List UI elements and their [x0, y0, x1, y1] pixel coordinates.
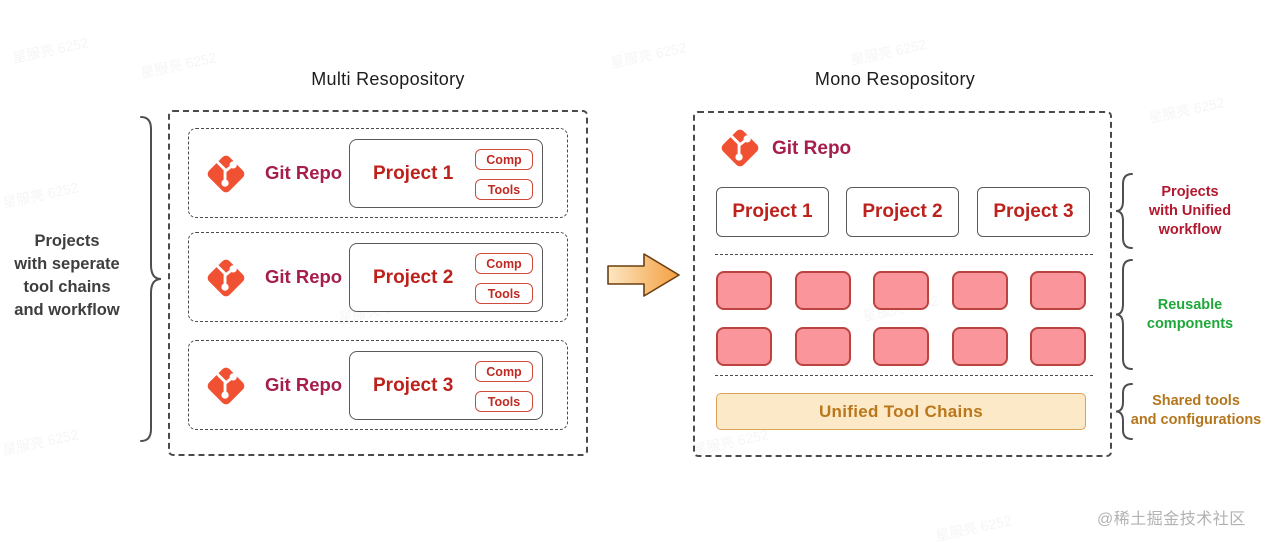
comp-badge: Comp — [475, 149, 533, 170]
component-box — [873, 327, 929, 366]
tools-badge: Tools — [475, 179, 533, 200]
left-brace — [140, 116, 162, 442]
mono-project-1: Project 1 — [716, 187, 829, 237]
watermark-text: 星服亮 6252 — [139, 49, 218, 81]
watermark-text: 星服亮 6252 — [11, 34, 90, 66]
project-label: Project 1 — [373, 162, 454, 184]
watermark-text: 星服亮 6252 — [1, 179, 80, 211]
watermark-text: 星服亮 6252 — [849, 36, 928, 68]
multi-repo-row-2: Git Repo Project 2 Comp Tools — [188, 232, 568, 322]
divider-components-tools — [715, 375, 1093, 376]
git-repo-label: Git Repo — [772, 138, 852, 159]
project-box: Project 3 Comp Tools — [349, 351, 543, 420]
component-row-1 — [716, 271, 1086, 310]
component-box — [794, 271, 851, 310]
component-box — [716, 327, 772, 366]
component-box — [1030, 271, 1086, 310]
watermark-text: 星服亮 6252 — [1147, 94, 1226, 126]
watermark-text: 星服亮 6252 — [934, 512, 1013, 543]
git-logo-icon — [207, 155, 245, 193]
annotation-reusable-components: Reusable components — [1146, 297, 1234, 332]
git-logo-icon — [721, 129, 759, 167]
comp-badge: Comp — [475, 361, 533, 382]
badge-stack: Comp Tools — [475, 149, 533, 200]
mono-repo-container — [693, 111, 1112, 457]
tools-badge: Tools — [475, 391, 533, 412]
multi-repo-container — [168, 110, 588, 456]
git-logo-icon — [207, 367, 245, 405]
tools-badge: Tools — [475, 283, 533, 304]
multi-repo-title: Multi Resopository — [311, 69, 465, 89]
right-brace-3 — [1116, 383, 1133, 440]
component-box — [1030, 327, 1086, 366]
badge-stack: Comp Tools — [475, 361, 533, 412]
project-box: Project 1 Comp Tools — [349, 139, 543, 208]
project-label: Project 2 — [373, 266, 454, 288]
mono-project-3: Project 3 — [977, 187, 1090, 237]
badge-stack: Comp Tools — [475, 253, 533, 304]
right-brace-1 — [1116, 173, 1133, 249]
annotation-unified-workflow: Projects with Unified workflow — [1148, 184, 1232, 238]
git-repo-label: Git Repo — [265, 374, 343, 395]
divider-projects-components — [715, 254, 1093, 255]
right-brace-2 — [1116, 259, 1133, 370]
community-credit: @稀土掘金技术社区 — [1097, 511, 1246, 528]
git-repo-label: Git Repo — [265, 266, 343, 287]
watermark-text: 星服亮 6252 — [609, 39, 688, 71]
component-row-2 — [716, 327, 1086, 366]
multi-repo-row-1: Git Repo Project 1 Comp Tools — [188, 128, 568, 218]
watermark-text: 星服亮 6252 — [1, 426, 80, 458]
component-box — [794, 327, 851, 366]
transform-arrow-icon — [607, 253, 680, 297]
component-box — [951, 271, 1008, 310]
component-box — [951, 327, 1008, 366]
multi-repo-annotation: Projects with seperate tool chains and w… — [14, 232, 120, 319]
mono-project-2: Project 2 — [846, 187, 959, 237]
unified-toolchain-box: Unified Tool Chains — [716, 393, 1086, 430]
mono-repo-title: Mono Resopository — [814, 69, 976, 89]
component-box — [873, 271, 929, 310]
project-label: Project 3 — [373, 374, 454, 396]
annotation-shared-tools: Shared tools and configurations — [1130, 393, 1262, 428]
git-logo-icon — [207, 259, 245, 297]
multi-repo-row-3: Git Repo Project 3 Comp Tools — [188, 340, 568, 430]
project-box: Project 2 Comp Tools — [349, 243, 543, 312]
comp-badge: Comp — [475, 253, 533, 274]
component-box — [716, 271, 772, 310]
git-repo-label: Git Repo — [265, 162, 343, 183]
